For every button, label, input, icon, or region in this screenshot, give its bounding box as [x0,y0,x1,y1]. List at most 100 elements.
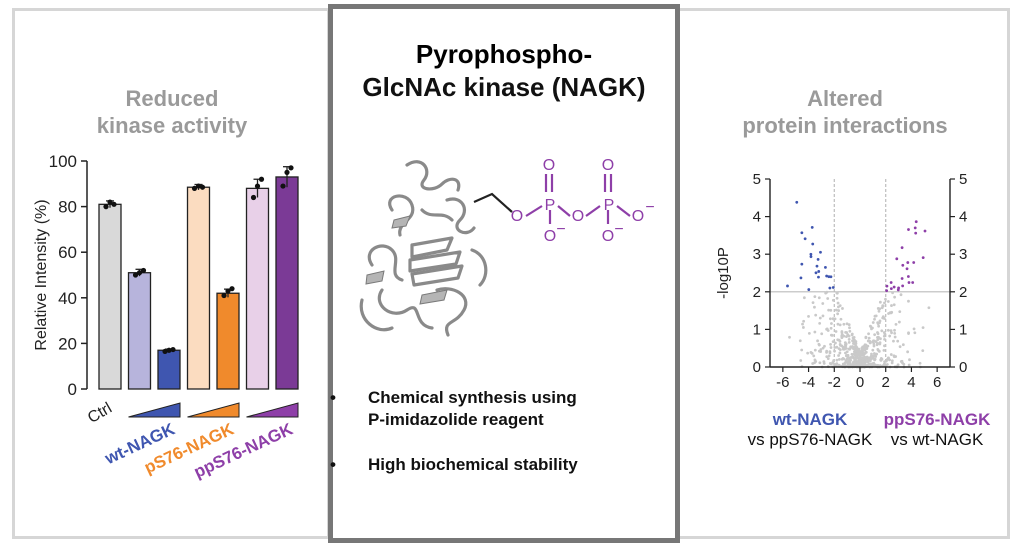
volcano-point [880,329,884,333]
volcano-point [856,352,860,356]
y-tick-label: 0 [68,380,77,399]
data-point [195,183,202,189]
volcano-point [817,275,820,279]
volcano-point [827,308,831,312]
volcano-point [877,324,881,328]
volcano-point [869,362,873,366]
volcano-point [831,340,835,344]
volcano-point [817,296,821,300]
volcano-point [889,329,893,333]
volcano-point [847,323,851,327]
volcano-point [810,225,814,229]
volcano-point [923,229,927,233]
volcano-point [900,246,904,250]
volcano-point [892,285,896,289]
x-tick-label: 4 [907,374,915,390]
volcano-point [847,334,851,338]
volcano-point [809,255,813,259]
right-panel [680,8,1010,539]
volcano-point [921,349,925,353]
volcano-point [853,356,856,360]
volcano-point [847,337,851,341]
volcano-point [788,335,791,339]
volcano-point [927,306,931,310]
bar [275,176,299,390]
volcano-point [818,322,822,325]
y-tick-label: 2 [753,284,761,301]
volcano-point [850,352,854,356]
y-tick-label: 20 [58,334,77,353]
negative-charge: − [645,199,654,216]
volcano-point [889,287,893,291]
legend-wt-name: wt-NAGK [772,410,848,429]
volcano-point [883,344,886,348]
volcano-point [817,343,821,347]
volcano-point [907,363,911,367]
volcano-point [866,339,870,343]
volcano-point [838,343,842,346]
oxygen-label: O [602,157,614,174]
volcano-point [882,331,886,334]
x-label-ctrl: Ctrl [85,400,115,427]
volcano-point [834,341,837,345]
volcano-point [881,316,885,320]
volcano-point [848,358,852,362]
volcano-point [890,304,893,307]
volcano-point [831,317,835,321]
volcano-point [833,349,836,353]
volcano-point [872,342,876,346]
pyrophosphate-structure: O P O O P O O O O − − − [473,157,655,245]
volcano-point [829,275,833,279]
volcano-point [890,361,894,365]
volcano-point [851,336,855,340]
x-tick-label: -4 [802,374,815,390]
volcano-point [840,330,844,333]
volcano-point [835,362,839,366]
volcano-point [801,322,804,326]
volcano-point [858,353,862,357]
volcano-point [828,317,832,321]
data-point [166,347,172,353]
volcano-point [886,356,890,360]
volcano-point [867,332,870,336]
volcano-point [868,324,872,328]
volcano-point [834,330,838,333]
volcano-point [837,309,841,312]
volcano-point [883,301,886,305]
volcano-point [902,362,906,366]
volcano-point [825,327,829,331]
volcano-point [892,339,895,343]
volcano-point [846,360,850,364]
negative-charge: − [556,221,565,238]
volcano-point [813,348,817,352]
volcano-point [883,338,886,341]
volcano-point [850,332,854,336]
volcano-point [918,361,922,365]
volcano-point [853,351,857,355]
volcano-point [829,342,832,346]
volcano-point [912,261,916,264]
volcano-point [837,358,841,361]
legend-pps76-vs: vs wt-NAGK [890,430,984,449]
volcano-point [836,312,840,316]
volcano-point [832,359,836,362]
volcano-point [921,326,925,330]
volcano-point [844,351,847,355]
volcano-point [842,322,846,326]
data-point [284,169,290,175]
volcano-point [911,281,915,284]
volcano-point [831,286,835,289]
volcano-point [873,339,876,343]
volcano-point [891,291,894,295]
oxygen-label: O [572,208,584,225]
bar [245,187,270,390]
volcano-point [873,317,876,321]
volcano-point [906,275,910,278]
volcano-point [877,335,880,339]
volcano-point [907,299,910,303]
volcano-point [878,342,882,346]
volcano-point [879,358,883,361]
bullet-icon: • [330,455,336,474]
volcano-point [901,263,905,267]
